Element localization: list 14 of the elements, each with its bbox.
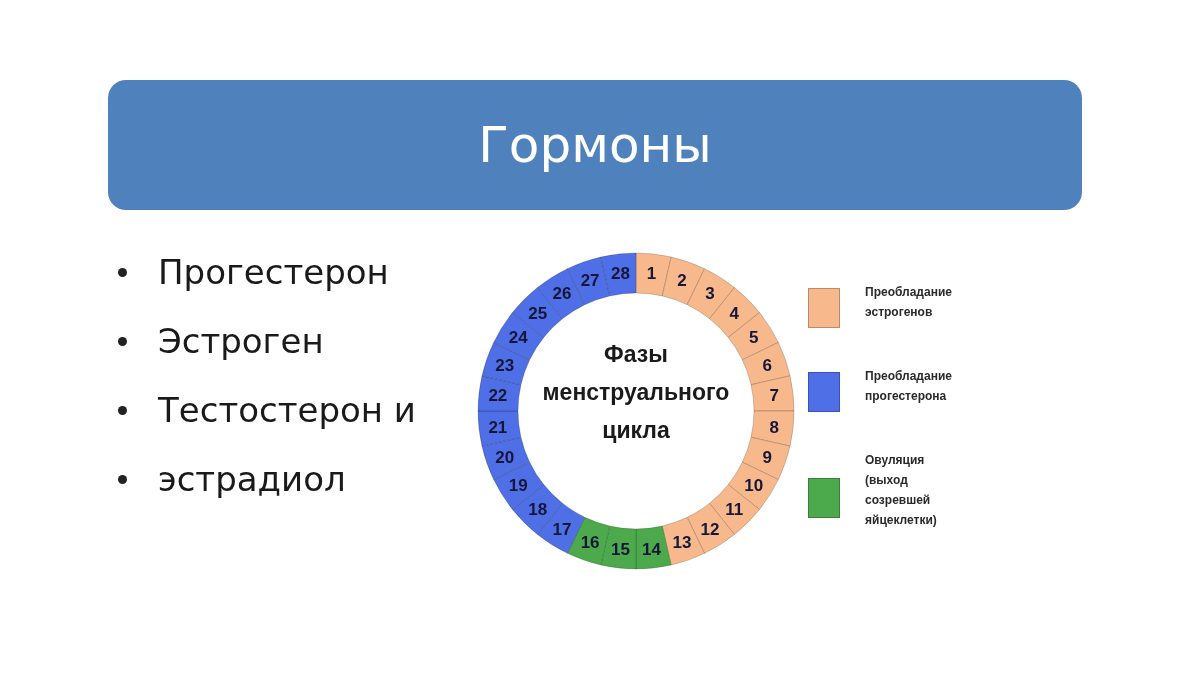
legend-label: Овуляция (выход созревшей яйцеклетки) — [865, 452, 938, 529]
legend-label: Преобладание эстрогенов — [865, 284, 953, 321]
day-segment: 8 — [750, 410, 795, 447]
list-item-text: Тестостерон и — [158, 390, 416, 430]
day-segment: 28 — [600, 252, 637, 297]
legend-label: Преобладание прогестерона — [865, 368, 953, 405]
day-segment: 21 — [477, 410, 522, 447]
day-segment: 14 — [635, 525, 672, 570]
day-segment: 7 — [750, 375, 795, 412]
list-item-text: эстрадиол — [158, 459, 346, 499]
list-item-text: Эстроген — [158, 321, 324, 361]
title-banner: Гормоны — [108, 80, 1082, 210]
list-item-text: Прогестерон — [158, 252, 389, 292]
day-segment: 2 — [661, 256, 706, 306]
